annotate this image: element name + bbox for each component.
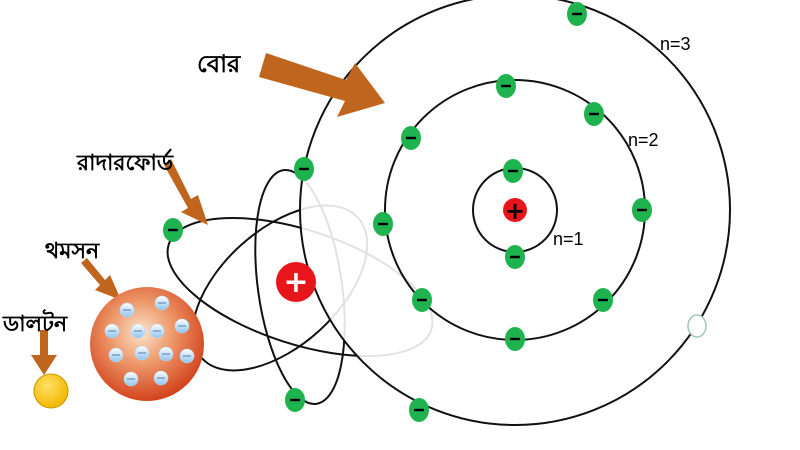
label-bohr: বোর: [197, 50, 241, 78]
shell-label-n1: n=1: [553, 229, 584, 249]
shell-label-n3: n=3: [660, 34, 691, 54]
electron-icon: [409, 398, 429, 422]
thomson-electron-mark: [178, 325, 186, 327]
electron-icon: [401, 126, 421, 150]
thomson-electron-mark: [138, 352, 146, 354]
electron-icon: [496, 74, 516, 98]
thomson-model: [90, 287, 204, 401]
electron-icon: [412, 288, 432, 312]
arrows: [31, 53, 385, 375]
electron-icon: [632, 198, 652, 222]
electron-icon: [505, 245, 525, 269]
dalton-arrow-icon: [31, 330, 57, 375]
shell-label-n2: n=2: [628, 130, 659, 150]
bohr-nucleus-plus: +: [505, 197, 525, 225]
bohr-nucleus: +: [503, 197, 527, 225]
electron-icon: [163, 218, 183, 242]
electron-icon: [294, 157, 314, 181]
thomson-electron-mark: [112, 354, 120, 356]
thomson-atom: [90, 287, 204, 401]
label-dalton: ডালটন: [2, 309, 68, 337]
thomson-electron-mark: [108, 330, 116, 332]
thomson-arrow-icon: [81, 258, 121, 300]
empty-electron-slot: [687, 314, 707, 338]
thomson-electron-mark: [134, 330, 142, 332]
thomson-electrons: [104, 295, 195, 387]
thomson-electron-mark: [158, 302, 166, 304]
electron-icon: [593, 288, 613, 312]
electrons: [163, 2, 652, 422]
rutherford-nucleus-plus: +: [283, 265, 308, 300]
dalton-atom: [33, 373, 69, 409]
electron-icon: [584, 102, 604, 126]
thomson-electron-mark: [162, 353, 170, 355]
electron-icon: [503, 159, 523, 183]
label-thomson: থমসন: [45, 239, 100, 264]
thomson-electron-mark: [157, 377, 165, 379]
electron-icon: [285, 388, 305, 412]
thomson-electron-mark: [153, 330, 161, 332]
rutherford-arrow-icon: [164, 159, 208, 225]
electron-icon: [373, 212, 393, 236]
bohr-arrow-icon: [259, 53, 385, 117]
thomson-electron-mark: [127, 378, 135, 380]
electron-icon: [505, 327, 525, 351]
thomson-electron-mark: [183, 355, 191, 357]
rutherford-nucleus: +: [276, 262, 316, 302]
thomson-electron-mark: [123, 309, 131, 311]
label-rutherford: রাদারফোর্ড: [76, 148, 174, 176]
electron-icon: [567, 2, 587, 26]
